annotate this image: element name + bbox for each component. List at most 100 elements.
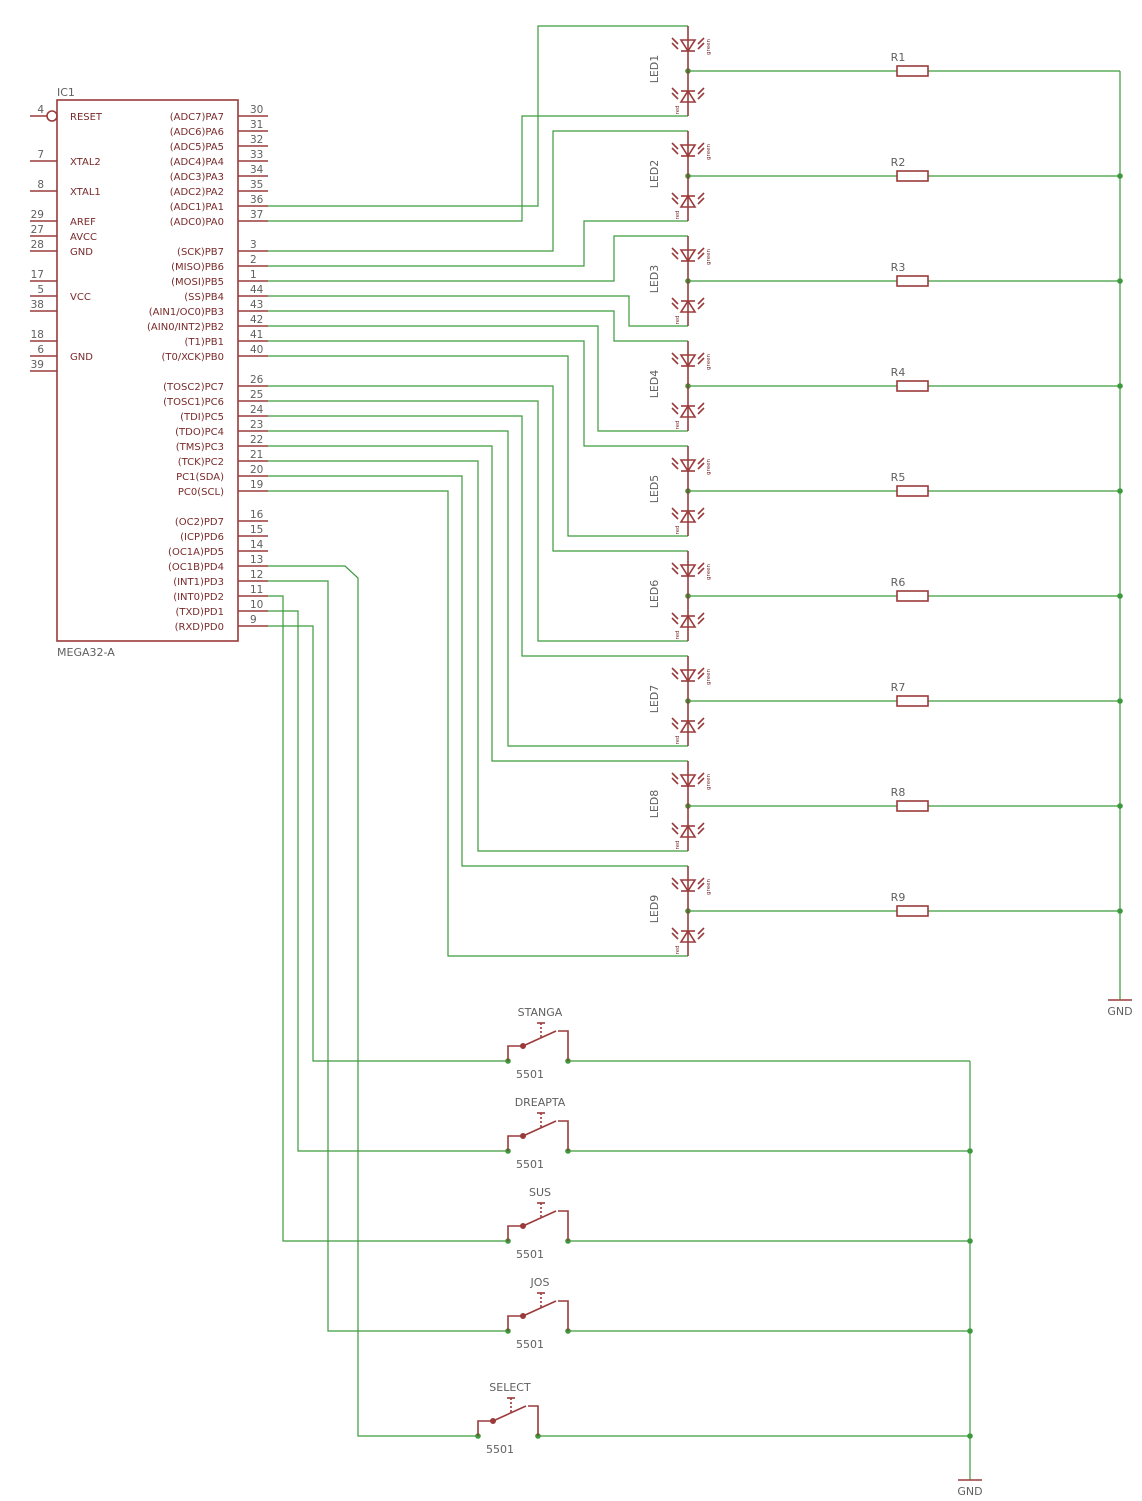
pin-label: (ADC2)PA2 [170, 187, 224, 198]
led-color-bottom: red [675, 945, 681, 954]
pin-number: 37 [250, 209, 263, 221]
pin-label: GND [70, 247, 93, 258]
switch-value: 5501 [516, 1248, 544, 1261]
pin-number: 6 [37, 344, 44, 356]
ic-to-switch-wire [268, 595, 508, 1242]
light-arrow [697, 882, 705, 890]
pin-label: (T0/XCK)PB0 [161, 352, 224, 363]
resistor-body [896, 65, 929, 77]
pin-label: VCC [70, 292, 91, 303]
led-color-top: green [706, 459, 712, 475]
led-color-top: green [706, 564, 712, 580]
light-arrow [671, 667, 679, 675]
light-arrow [671, 717, 679, 725]
ic-to-led-wire [268, 325, 688, 432]
led-name: LED6 [648, 580, 661, 609]
light-arrow [671, 462, 679, 470]
resistor-label: R6 [891, 576, 906, 589]
resistor-label: R3 [891, 261, 906, 274]
led-color-top: green [706, 144, 712, 160]
led-name: LED2 [648, 160, 661, 189]
pin-label: (ICP)PD6 [180, 532, 224, 543]
diode-triangle [679, 564, 697, 578]
switch-pivot [520, 1223, 526, 1229]
pin-label: AVCC [70, 232, 97, 243]
diode-triangle [679, 669, 697, 683]
diode-triangle [679, 459, 697, 473]
ic-to-led-wire [268, 220, 688, 267]
pin-number: 26 [250, 374, 264, 386]
light-arrow [671, 932, 679, 940]
diode-triangle [679, 299, 697, 313]
switch-value: 5501 [516, 1068, 544, 1081]
led-color-bottom: red [675, 525, 681, 534]
light-arrow [697, 302, 705, 310]
switch-terminal [507, 1315, 523, 1331]
ic-to-switch-wire [268, 565, 478, 1437]
light-arrow [671, 302, 679, 310]
resistor-label: R8 [891, 786, 906, 799]
pin-label: AREF [70, 217, 96, 228]
light-arrow [697, 462, 705, 470]
light-arrow [697, 507, 705, 515]
ic-to-led-wire [268, 385, 688, 552]
pin-label: (ADC3)PA3 [170, 172, 224, 183]
resistor-3: R3 [891, 261, 929, 287]
led-color-top: green [706, 669, 712, 685]
pin-number: 22 [250, 434, 263, 446]
resistor-body [896, 590, 929, 602]
light-arrow [697, 297, 705, 305]
pin-number: 11 [250, 584, 263, 596]
diode-triangle [679, 509, 697, 523]
resistor-9: R9 [891, 891, 929, 917]
pin-number: 19 [250, 479, 263, 491]
pin-label: (TDI)PC5 [180, 412, 224, 423]
diode-triangle [679, 249, 697, 263]
pin-label: PC1(SDA) [176, 472, 224, 483]
ic-to-led-wire [268, 340, 688, 447]
light-arrow [671, 927, 679, 935]
pin-label: (INT1)PD3 [173, 577, 224, 588]
pin-number: 42 [250, 314, 263, 326]
ic-to-switch-wire [268, 625, 508, 1062]
light-arrow [697, 87, 705, 95]
resistor-body [896, 905, 929, 917]
light-arrow [697, 612, 705, 620]
light-arrow [671, 37, 679, 45]
switch-name: SUS [529, 1186, 551, 1199]
light-arrow [671, 722, 679, 730]
light-arrow [697, 147, 705, 155]
light-arrow [671, 507, 679, 515]
pin-number: 39 [31, 359, 44, 371]
resistor-label: R5 [891, 471, 906, 484]
pin-inverter-bubble [46, 110, 58, 122]
light-arrow [697, 352, 705, 360]
light-arrow [697, 357, 705, 365]
light-arrow [671, 297, 679, 305]
resistor-body [896, 170, 929, 182]
resistor-body [896, 800, 929, 812]
light-arrow [697, 402, 705, 410]
resistor-body [896, 695, 929, 707]
pin-number: 43 [250, 299, 263, 311]
pin-number: 21 [250, 449, 263, 461]
light-arrow [697, 247, 705, 255]
resistor-label: R2 [891, 156, 906, 169]
pin-number: 4 [37, 104, 44, 116]
pin-label: (MISO)PB6 [171, 262, 224, 273]
resistor-label: R9 [891, 891, 906, 904]
light-arrow [671, 612, 679, 620]
light-arrow [671, 402, 679, 410]
pin-label: (TCK)PC2 [178, 457, 224, 468]
pin-label: (RXD)PD0 [175, 622, 224, 633]
pin-number: 40 [250, 344, 263, 356]
ic-to-led-wire [268, 235, 688, 282]
ic-to-switch-wire [268, 610, 508, 1152]
switch-name: JOS [530, 1276, 550, 1289]
led-color-top: green [706, 354, 712, 370]
light-arrow [671, 247, 679, 255]
